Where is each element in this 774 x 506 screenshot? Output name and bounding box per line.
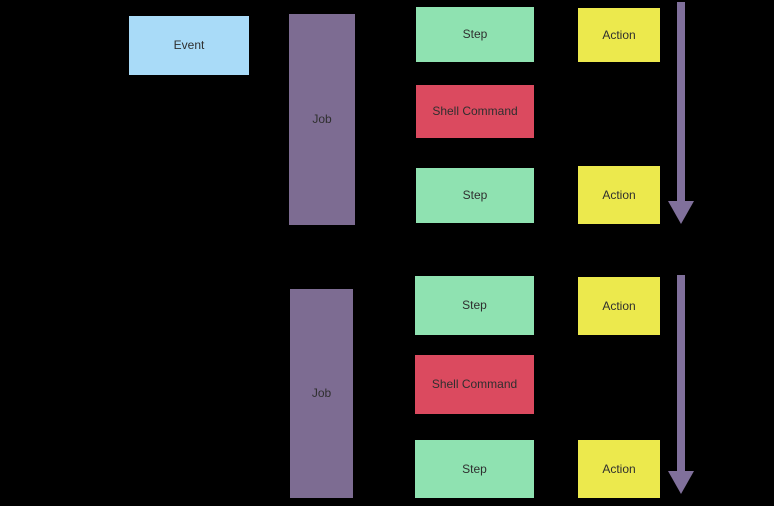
step-node-2: Step xyxy=(416,168,534,223)
action-node-3: Action xyxy=(578,277,660,335)
down-arrow-icon xyxy=(668,275,694,494)
step-node-3: Step xyxy=(415,276,534,335)
job-label: Job xyxy=(312,112,332,127)
shell-command-label: Shell Command xyxy=(431,377,518,392)
step-node-4: Step xyxy=(415,440,534,498)
step-node-1: Step xyxy=(416,7,534,62)
job-label: Job xyxy=(311,386,332,401)
action-label: Action xyxy=(602,27,636,42)
down-arrow-icon xyxy=(668,2,694,224)
job-node-1: Job xyxy=(289,14,355,225)
step-label: Step xyxy=(462,461,487,476)
action-node-4: Action xyxy=(578,440,660,498)
shell-command-node-1: Shell Command xyxy=(416,85,534,138)
action-label: Action xyxy=(602,461,636,476)
sequence-flow-arrow-1 xyxy=(664,0,698,226)
action-label: Action xyxy=(602,298,636,313)
action-node-1: Action xyxy=(578,8,660,62)
step-label: Step xyxy=(462,188,488,203)
step-label: Step xyxy=(462,27,488,42)
sequence-flow-arrow-2 xyxy=(664,272,698,498)
step-label: Step xyxy=(462,298,487,313)
event-label: Event xyxy=(173,38,205,53)
action-node-2: Action xyxy=(578,166,660,224)
event-node: Event xyxy=(129,16,249,75)
job-node-2: Job xyxy=(290,289,353,498)
shell-command-node-2: Shell Command xyxy=(415,355,534,414)
action-label: Action xyxy=(602,187,636,202)
shell-command-label: Shell Command xyxy=(432,104,518,119)
